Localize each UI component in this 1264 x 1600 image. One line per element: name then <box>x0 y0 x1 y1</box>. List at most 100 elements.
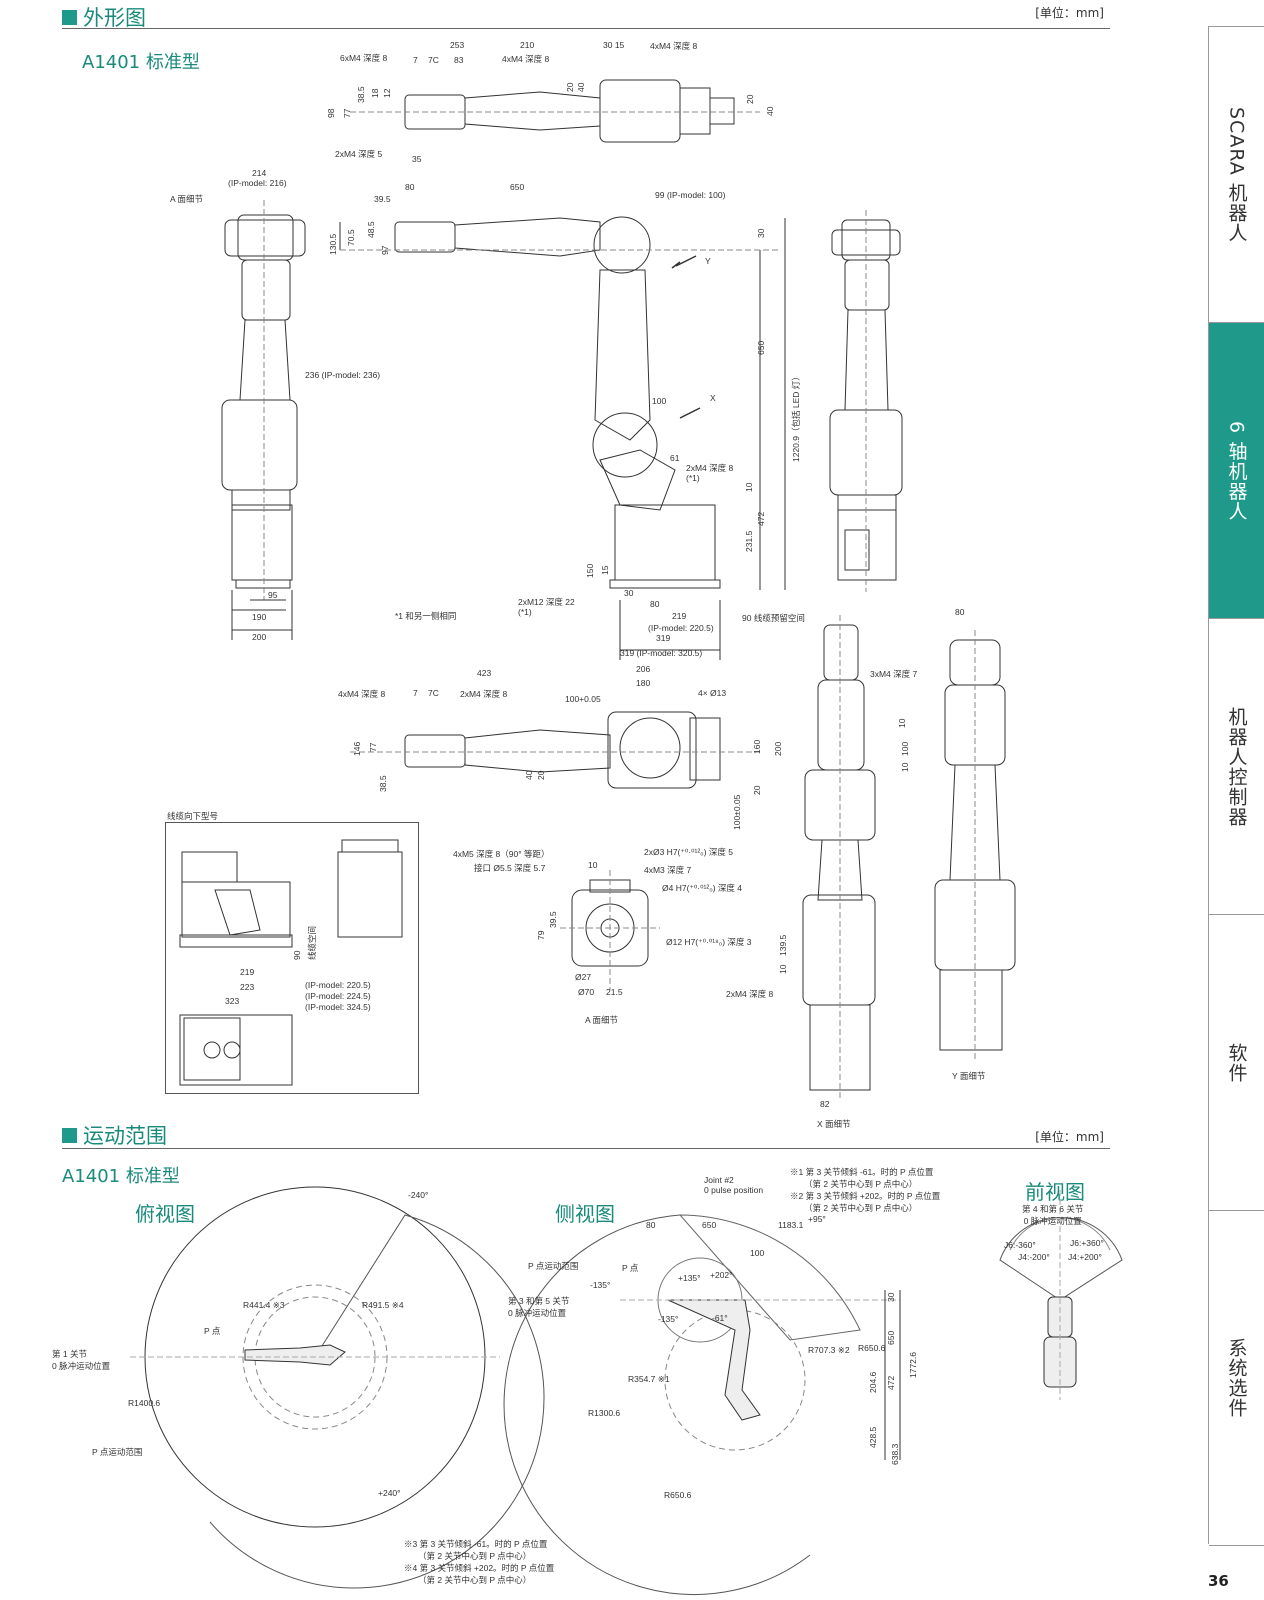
note: ※2 第 3 关节倾斜 +202。时的 P 点位置 <box>790 1191 941 1201</box>
dim-label: 2xØ3 H7(⁺⁰·⁰¹²₀) 深度 5 <box>644 847 733 857</box>
dim-label: 180 <box>636 678 651 688</box>
radius-label: R491.5 ※4 <box>362 1300 404 1310</box>
divider <box>62 1148 1110 1149</box>
detail-label: A 面细节 <box>170 194 204 204</box>
detail-label: A 面细节 <box>585 1015 619 1025</box>
dim-label: 80 <box>955 607 965 617</box>
robot-y-face-view <box>934 630 1016 1060</box>
tab-software[interactable]: 软件 <box>1209 914 1264 1211</box>
note: （第 2 关节中心到 P 点中心） <box>418 1575 532 1585</box>
dim-label: (IP-model: 220.5) <box>305 980 371 990</box>
dim-label: 12 <box>382 88 392 98</box>
dim-label: 10 <box>778 964 788 974</box>
tab-scara[interactable]: SCARA 机器人 <box>1209 26 1264 323</box>
dim-label: 150 <box>585 563 595 578</box>
dim-label: 200 <box>773 741 783 756</box>
tab-controller[interactable]: 机器人控制器 <box>1209 618 1264 915</box>
dim-label: 219 <box>672 611 687 621</box>
dim-label: 接口 Ø5.5 深度 5.7 <box>474 863 546 873</box>
angle-label: -135° <box>590 1280 611 1290</box>
dim-label: 204.6 <box>868 1371 878 1393</box>
arm-top-view <box>350 79 760 143</box>
section-marker-icon <box>62 9 77 25</box>
section-title: 运动范围 <box>83 1124 167 1148</box>
section-title: 外形图 <box>83 6 146 30</box>
flange-detail <box>560 870 660 990</box>
angle-label: +240° <box>378 1488 401 1498</box>
dim-label: 319 <box>656 633 671 643</box>
robot-side-view <box>339 216 786 660</box>
top-view-title: 俯视图 <box>135 1202 195 1226</box>
dim-label: 4xM4 深度 8 <box>502 54 550 64</box>
dim-label: 20 <box>752 785 762 795</box>
note: *1 和另一侧相同 <box>395 611 457 621</box>
dim-label: 18 <box>370 88 380 98</box>
angle-label: -61° <box>712 1313 728 1323</box>
axis-label: Y <box>705 256 711 266</box>
note: （第 2 关节中心到 P 点中心） <box>804 1203 918 1213</box>
robot-front-view <box>221 200 306 640</box>
cable-down-box <box>165 822 419 1094</box>
dim-label: 214 <box>252 168 267 178</box>
dim-label: 77 <box>368 742 378 752</box>
dim-label: 190 <box>252 612 267 622</box>
dim-label: 4xM4 深度 8 <box>338 689 386 699</box>
dim-label: 4xM3 深度 7 <box>644 865 692 875</box>
dim-label: 40 <box>524 770 534 780</box>
dim-label: 2xM12 深度 22 <box>518 597 575 607</box>
dim-label: 100 <box>900 741 910 756</box>
robot-x-face-view <box>802 615 876 1100</box>
angle-label: +95° <box>808 1214 826 1224</box>
range-label: P 点运动范围 <box>528 1261 579 1271</box>
dim-label: 100 <box>750 1248 765 1258</box>
front-view-title: 前视图 <box>1025 1180 1085 1204</box>
dim-label: 1220.9（包括 LED 灯） <box>791 372 801 462</box>
dim-label: 236 (IP-model: 236) <box>305 370 381 380</box>
dim-label: 2xM4 深度 8 <box>686 463 734 473</box>
detail-label: Y 面细节 <box>952 1071 986 1081</box>
dim-label: 21.5 <box>606 987 623 997</box>
joint-label: 第 1 关节 0 脉冲运动位置 <box>52 1349 111 1371</box>
dim-label: 97 <box>380 245 390 255</box>
section-header-motion: 运动范围 <box>62 1120 167 1150</box>
dim-label: 4xM4 深度 8 <box>650 41 698 51</box>
dim-label: 130.5 <box>328 233 338 255</box>
tab-label: 系统选件 <box>1225 1338 1248 1418</box>
dim-label: 82 <box>820 1099 830 1109</box>
joint-label: 第 3 和第 5 关节 0 脉冲运动位置 <box>508 1296 570 1318</box>
dim-label: 323 <box>225 996 240 1006</box>
dim-label: 6xM4 深度 8 <box>340 53 388 63</box>
dim-label: 7 <box>413 688 418 698</box>
side-view-range <box>503 1214 901 1595</box>
dim-label: 472 <box>886 1375 896 1390</box>
dim-label: 80 <box>646 1220 656 1230</box>
radius-label: R707.3 ※2 <box>808 1345 850 1355</box>
dim-label: 253 <box>450 40 465 50</box>
angle-label: J6:+360° <box>1070 1238 1104 1248</box>
section-header-outline: 外形图 <box>62 2 146 32</box>
dim-label: 2xM4 深度 8 <box>460 689 508 699</box>
dim-label: 98 <box>326 108 336 118</box>
radius-label: R1300.6 <box>588 1408 621 1418</box>
dim-label: 35 <box>412 154 422 164</box>
dim-label: 4× Ø13 <box>698 688 727 698</box>
dim-label: 20 <box>565 82 575 92</box>
chapter-tabs: SCARA 机器人 6 轴机器人 机器人控制器 软件 系统选件 <box>1208 26 1264 1546</box>
radius-label: R1400.6 <box>128 1398 161 1408</box>
angle-label: -135° <box>658 1314 679 1324</box>
dim-label: 10 <box>897 718 907 728</box>
dim-label: 10 <box>900 762 910 772</box>
dim-label: 139.5 <box>778 934 788 956</box>
dim-label: 20 <box>745 94 755 104</box>
dim-label: Ø27 <box>575 972 592 982</box>
dim-label: 100 <box>652 396 667 406</box>
detail-label: X 面细节 <box>817 1119 851 1129</box>
dim-label: 99 (IP-model: 100) <box>655 190 726 200</box>
tab-system-options[interactable]: 系统选件 <box>1209 1210 1264 1546</box>
dim-label: (IP-model: 224.5) <box>305 991 371 1001</box>
tab-6axis[interactable]: 6 轴机器人 <box>1209 322 1264 619</box>
model-title: A1401 标准型 <box>82 52 200 73</box>
top-view-range <box>130 1186 545 1589</box>
angle-label: -240° <box>408 1190 429 1200</box>
radius-label: R650.6 <box>858 1343 886 1353</box>
